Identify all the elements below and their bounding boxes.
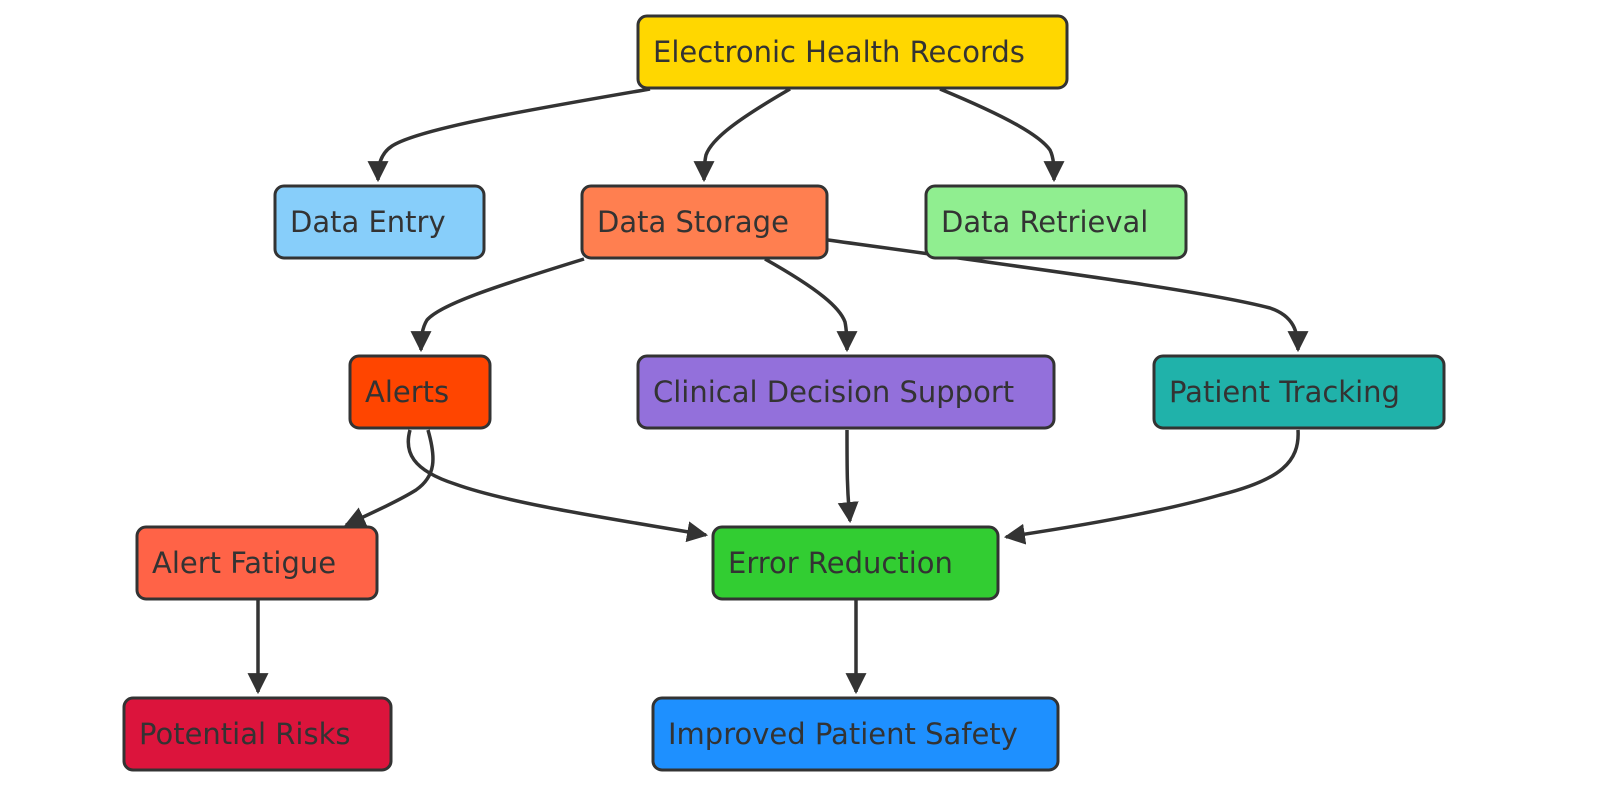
node-box-risks	[122, 696, 393, 772]
edge-ehr-storage	[693, 87, 791, 183]
node-label-entry: Data Entry	[290, 205, 446, 239]
node-label-error: Error Reduction	[728, 546, 953, 580]
node-box-alerts	[348, 354, 492, 430]
node-label-alerts: Alerts	[365, 375, 449, 409]
node-label-storage: Data Storage	[597, 205, 789, 239]
node-box-ehr	[636, 14, 1069, 90]
node-alerts[interactable]: Alerts	[348, 354, 492, 430]
node-box-storage	[580, 184, 829, 260]
node-label-ehr: Electronic Health Records	[653, 35, 1025, 69]
edge-storage-cds	[764, 257, 858, 353]
node-tracking[interactable]: Patient Tracking	[1152, 354, 1446, 430]
node-fatigue[interactable]: Alert Fatigue	[135, 525, 379, 601]
node-storage[interactable]: Data Storage	[580, 184, 829, 260]
edge-ehr-entry	[367, 87, 651, 183]
node-label-cds: Clinical Decision Support	[653, 375, 1014, 409]
edge-storage-alerts	[410, 257, 585, 353]
node-error[interactable]: Error Reduction	[711, 525, 1000, 601]
node-label-tracking: Patient Tracking	[1169, 375, 1400, 409]
node-box-tracking	[1152, 354, 1446, 430]
edge-alerts-fatigue	[344, 429, 435, 527]
edge-ehr-retrieval	[939, 87, 1065, 183]
node-label-retrieval: Data Retrieval	[941, 205, 1148, 239]
node-entry[interactable]: Data Entry	[273, 184, 486, 260]
node-retrieval[interactable]: Data Retrieval	[924, 184, 1188, 260]
node-box-safety	[651, 696, 1060, 772]
node-safety[interactable]: Improved Patient Safety	[651, 696, 1060, 772]
node-box-fatigue	[135, 525, 379, 601]
node-box-error	[711, 525, 1000, 601]
edge-alerts-error	[406, 429, 709, 543]
node-box-entry	[273, 184, 486, 260]
node-cds[interactable]: Clinical Decision Support	[636, 354, 1056, 430]
node-box-retrieval	[924, 184, 1188, 260]
node-label-risks: Potential Risks	[139, 717, 350, 751]
node-label-fatigue: Alert Fatigue	[152, 546, 336, 580]
node-ehr[interactable]: Electronic Health Records	[636, 14, 1069, 90]
node-label-safety: Improved Patient Safety	[668, 717, 1018, 751]
node-box-cds	[636, 354, 1056, 430]
edge-tracking-error	[1003, 429, 1300, 545]
node-risks[interactable]: Potential Risks	[122, 696, 393, 772]
edge-cds-error	[837, 429, 859, 524]
